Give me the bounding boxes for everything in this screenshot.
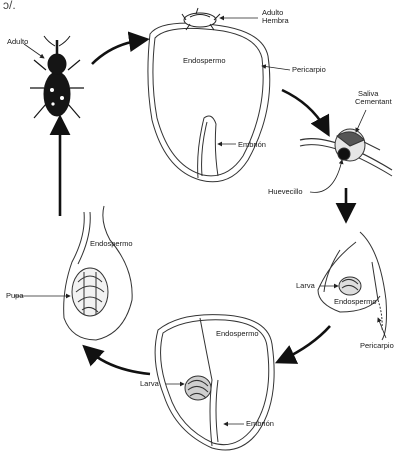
left-seed (64, 206, 132, 340)
label-saliva-line2: Cementant (355, 98, 392, 106)
label-pericarpio-top: Pericarpio (292, 66, 326, 74)
cycle-arrows (60, 40, 346, 374)
label-embrion-bottom: Embrión (246, 420, 274, 428)
label-endospermo-top: Endospermo (183, 57, 226, 65)
egg-section (300, 129, 392, 176)
label-endospermo-right: Endospermo (334, 298, 377, 306)
label-endospermo-left: Endospermo (90, 240, 133, 248)
label-pericarpio-right: Pericarpio (360, 342, 394, 350)
label-pupa: Pupa (6, 292, 24, 300)
label-embrion-top: Embrión (238, 141, 266, 149)
label-endospermo-bottom: Endospermo (216, 330, 259, 338)
label-adulto: Adulto (7, 38, 28, 46)
label-larva-bottom: Larva (140, 380, 159, 388)
label-adulto-hembra-line2: Hembra (262, 17, 289, 25)
label-larva-right: Larva (296, 282, 315, 290)
adult-weevil (30, 36, 84, 118)
label-huevecillo: Huevecillo (268, 188, 303, 196)
top-seed (148, 8, 270, 182)
